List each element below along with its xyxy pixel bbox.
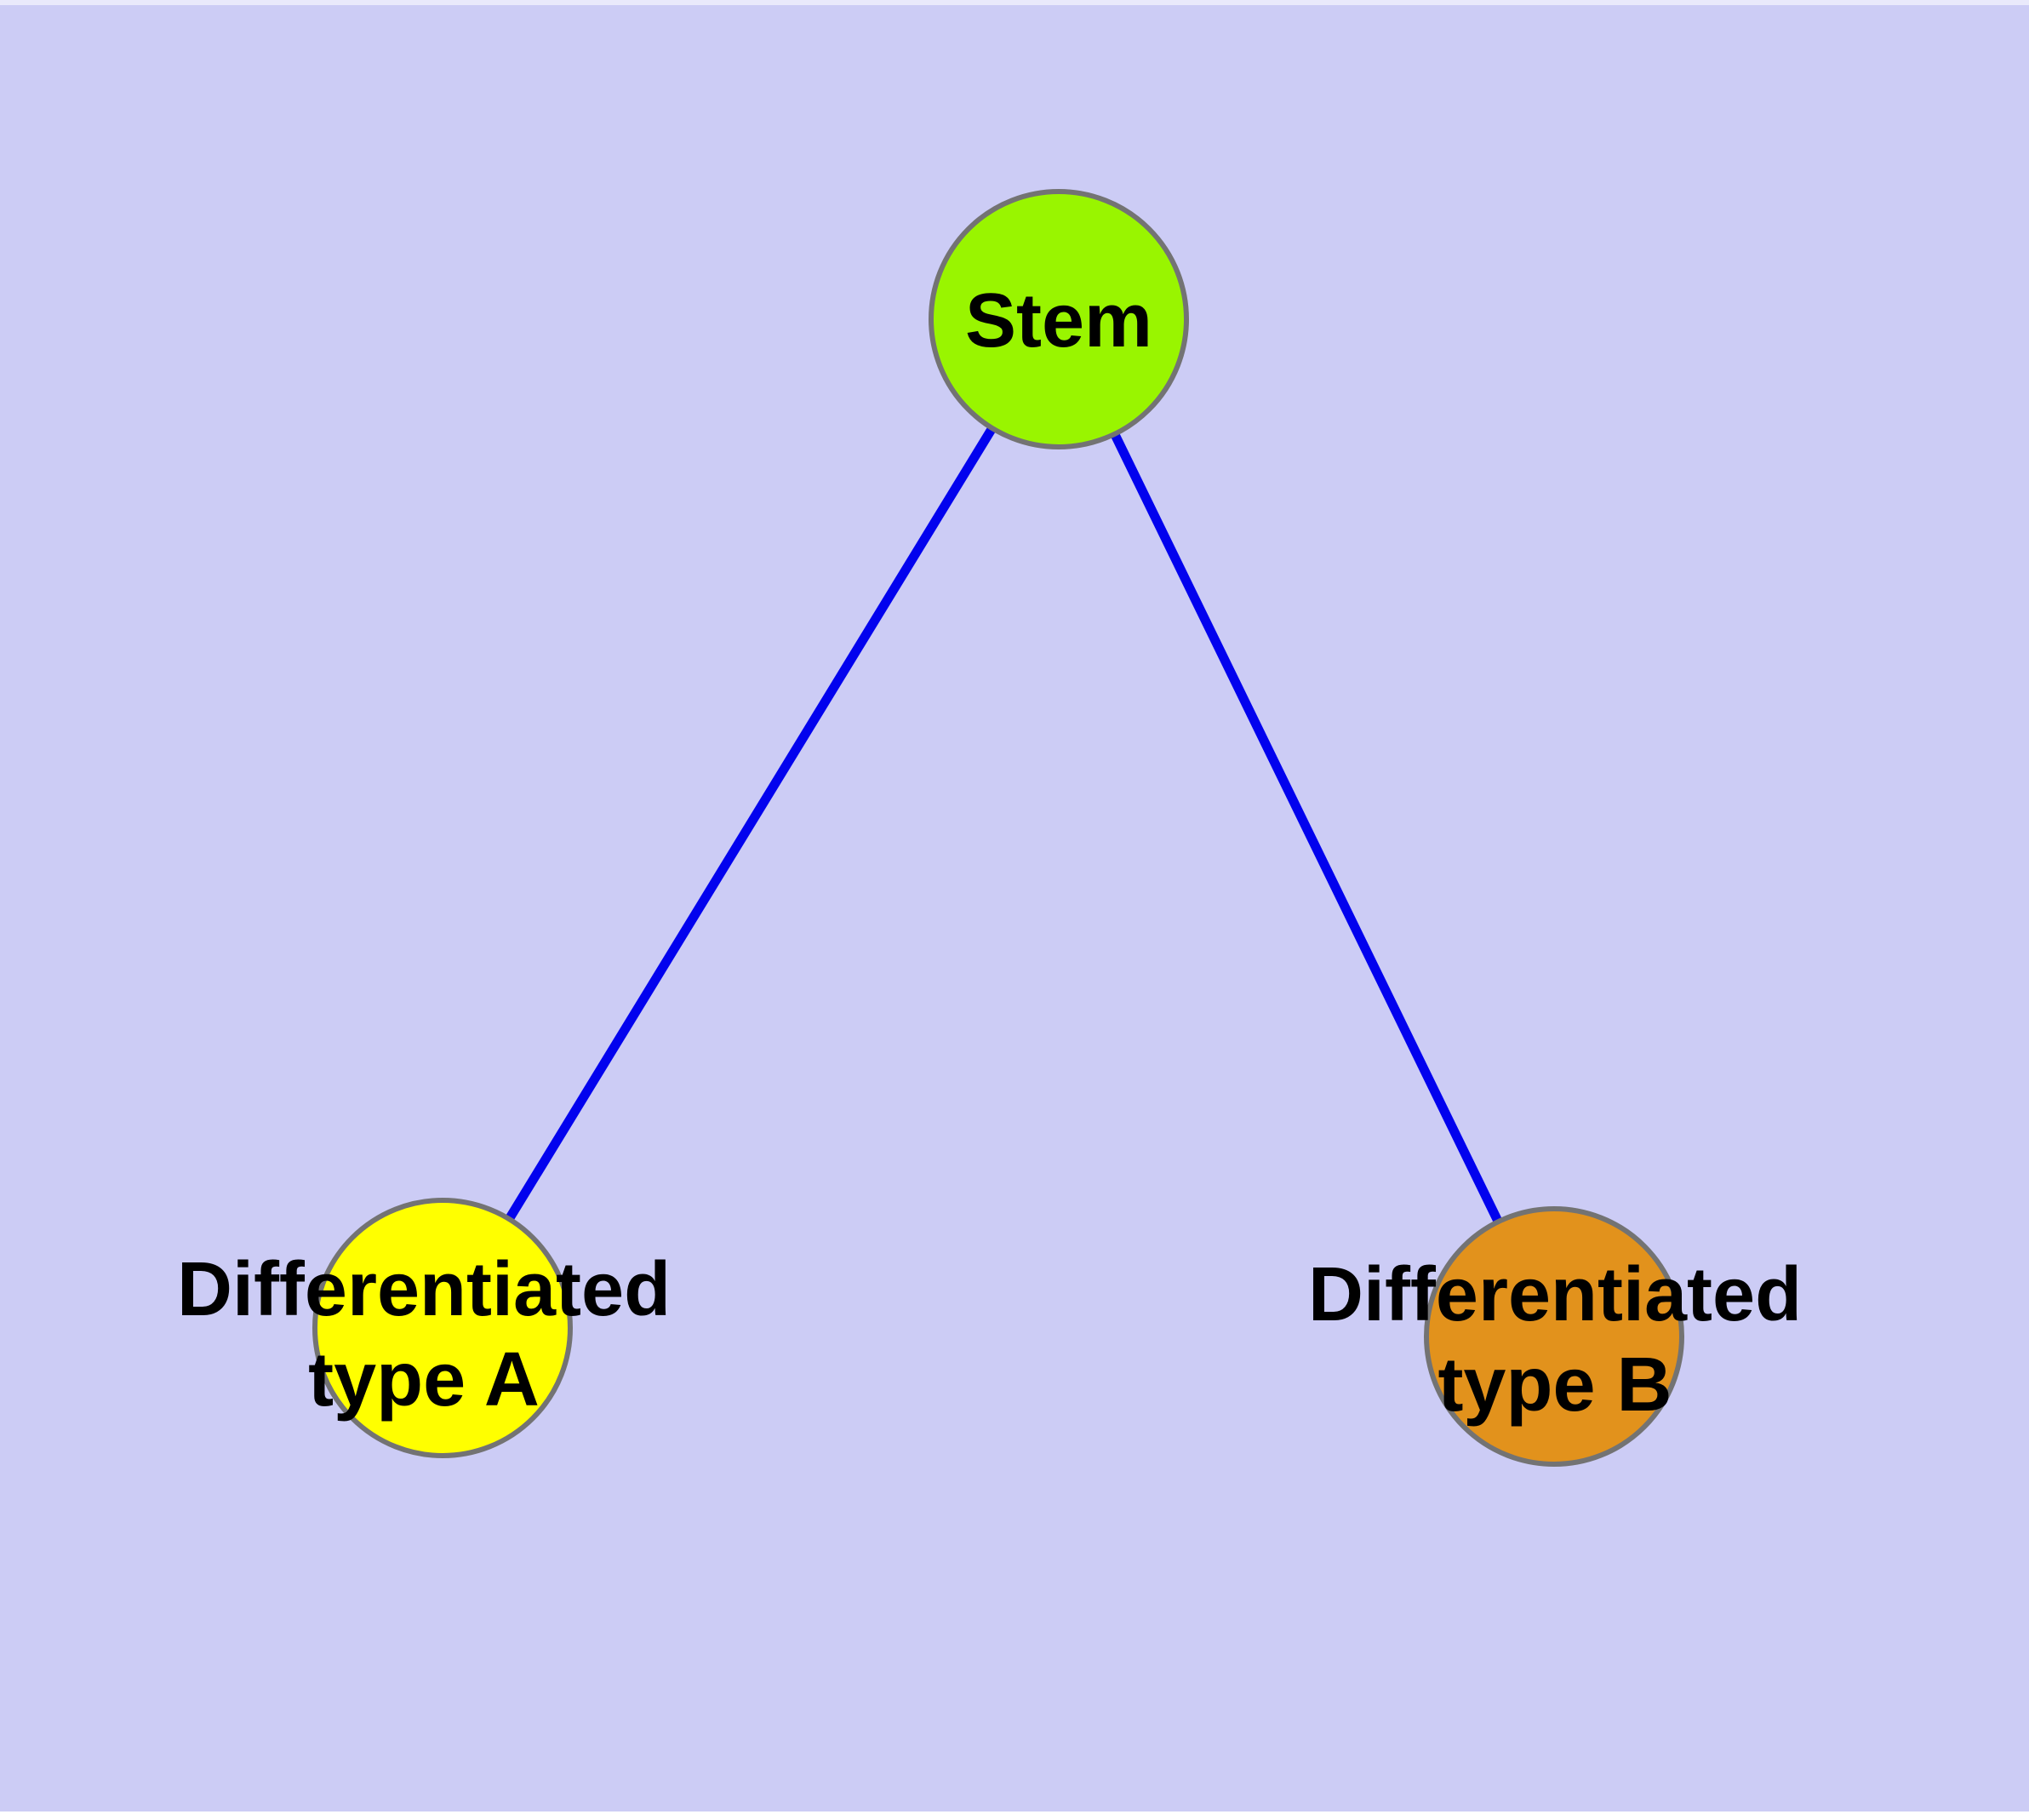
edge-stem-to-type-b	[1055, 317, 1558, 1339]
node-differentiated-type-b	[1424, 1206, 1684, 1467]
canvas-bottom-margin	[0, 1811, 2029, 1820]
node-differentiated-type-a	[312, 1198, 573, 1458]
canvas-top-margin	[0, 0, 2029, 5]
edge-stem-to-type-a	[438, 317, 1063, 1331]
node-stem	[929, 189, 1189, 449]
